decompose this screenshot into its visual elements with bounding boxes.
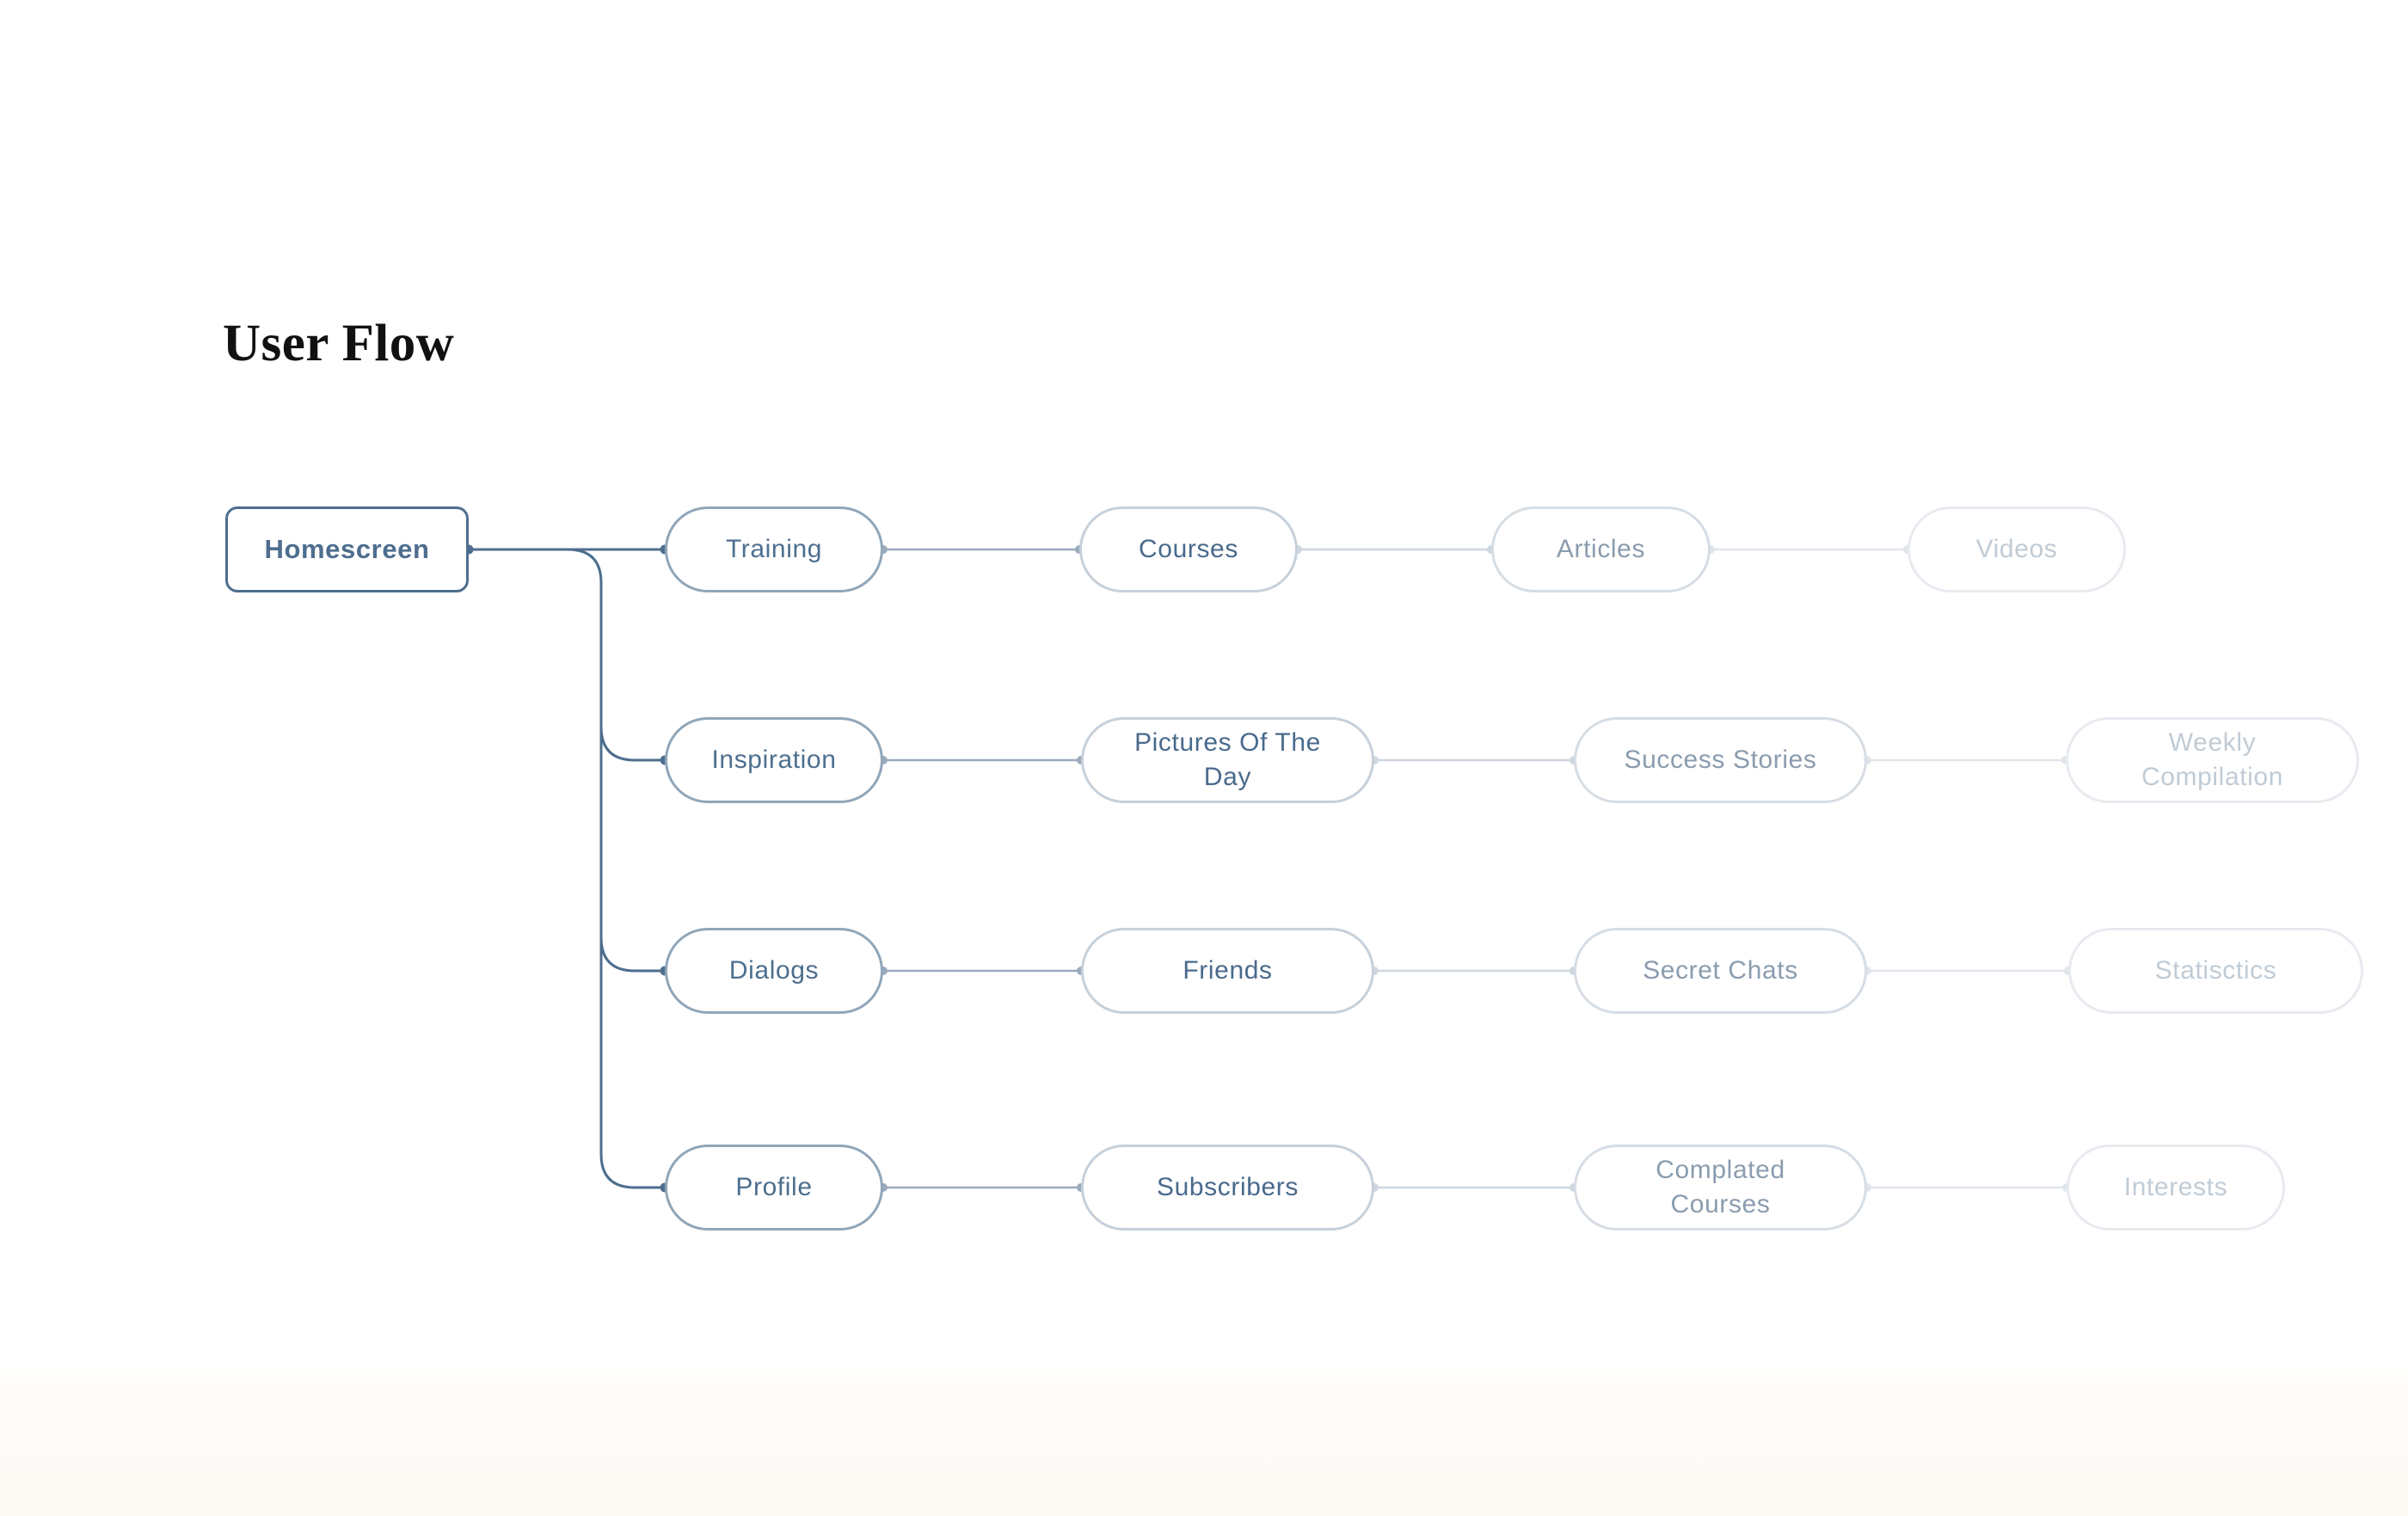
node-complated-courses: Complated Courses	[1574, 1145, 1867, 1231]
trunk-dots	[464, 544, 670, 1193]
node-inspiration: Inspiration	[665, 717, 883, 803]
node-articles: Articles	[1491, 506, 1711, 592]
level2-dots	[1293, 545, 1578, 1192]
branch-inspiration	[599, 726, 665, 762]
level1-dots	[879, 545, 1085, 1192]
level1-connectors	[883, 548, 1081, 1189]
branch-dialogs	[599, 936, 665, 973]
trunk-homescreen-profile	[567, 548, 665, 1189]
level3-dots	[1706, 545, 2073, 1192]
footer-tint-strip	[0, 1370, 2408, 1516]
node-profile: Profile	[665, 1145, 883, 1231]
trunk-connectors	[469, 548, 665, 1189]
level2-connectors	[1298, 548, 1574, 1189]
node-success-stories: Success Stories	[1574, 717, 1867, 803]
node-videos: Videos	[1907, 506, 2126, 592]
node-weekly-compilation: Weekly Compilation	[2066, 717, 2359, 803]
node-interests: Interests	[2067, 1145, 2285, 1231]
node-pictures-of-the-day: Pictures Of The Day	[1081, 717, 1374, 803]
node-secret-chats: Secret Chats	[1574, 928, 1867, 1014]
node-subscribers: Subscribers	[1081, 1145, 1374, 1231]
node-statisctics: Statisctics	[2068, 928, 2363, 1014]
node-training: Training	[665, 506, 883, 592]
node-friends: Friends	[1081, 928, 1374, 1014]
node-dialogs: Dialogs	[665, 928, 883, 1014]
node-courses: Courses	[1079, 506, 1298, 592]
level3-connectors	[1711, 548, 2068, 1189]
page-title: User Flow	[223, 315, 455, 372]
node-homescreen: Homescreen	[225, 506, 469, 592]
